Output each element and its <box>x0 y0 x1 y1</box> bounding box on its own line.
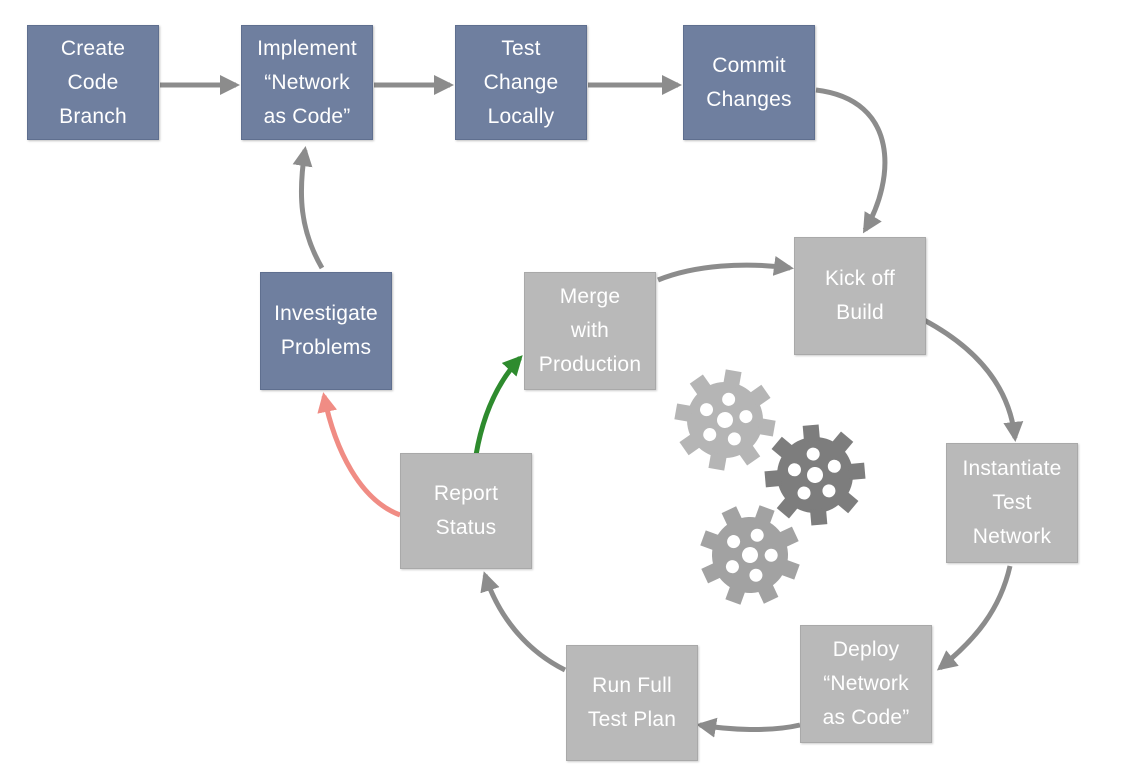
node-instantiate-test-network: Instantiate Test Network <box>946 443 1078 563</box>
arrow-report-to-investigate-failure <box>317 392 401 518</box>
node-run-full-test-plan: Run Full Test Plan <box>566 645 698 761</box>
arrow-runtest-to-report <box>480 571 567 673</box>
node-create-code-branch: Create Code Branch <box>27 25 159 140</box>
node-merge-with-production: Merge with Production <box>524 272 656 390</box>
node-report-status: Report Status <box>400 453 532 569</box>
gear-icon <box>667 362 783 478</box>
node-deploy-network-as-code: Deploy “Network as Code” <box>800 625 932 743</box>
node-commit-changes: Commit Changes <box>683 25 815 140</box>
arrow-commit-to-kickoff <box>815 87 888 234</box>
node-kick-off-build: Kick off Build <box>794 237 926 355</box>
gear-icon <box>760 420 870 530</box>
node-implement-network-as-code: Implement “Network as Code” <box>241 25 373 140</box>
arrow-instantiate-to-deploy <box>936 565 1013 671</box>
arrow-report-to-merge-success <box>473 355 523 456</box>
arrow-deploy-to-runtest <box>696 717 801 738</box>
node-test-change-locally: Test Change Locally <box>455 25 587 140</box>
node-investigate-problems: Investigate Problems <box>260 272 392 390</box>
arrow-investigate-to-implement <box>292 146 325 270</box>
arrow-merge-to-kickoff <box>657 255 794 283</box>
arrow-kickoff-to-instantiate <box>922 317 1024 442</box>
